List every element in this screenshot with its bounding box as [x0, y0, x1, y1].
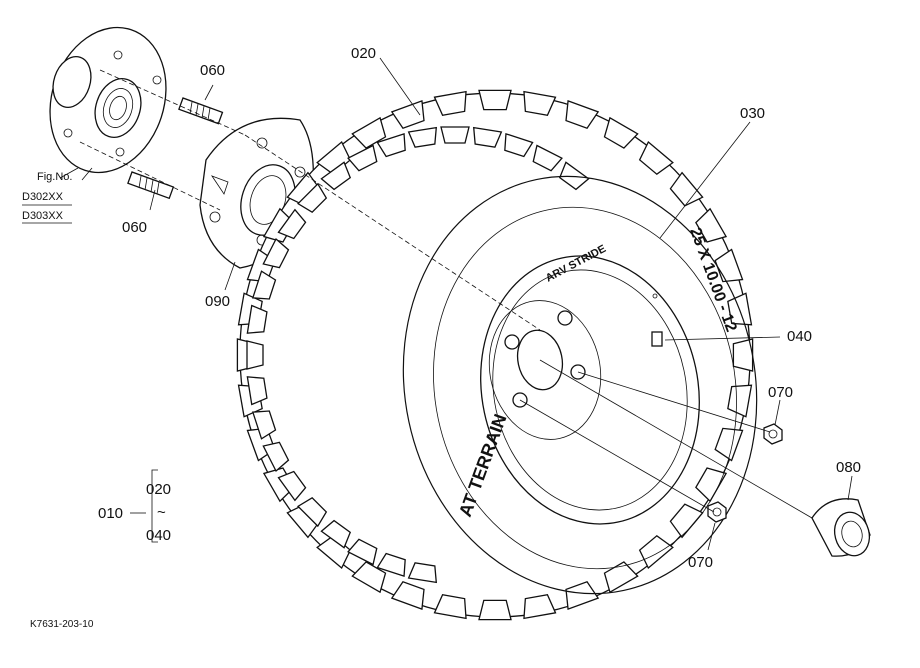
tread-block: [390, 99, 425, 130]
tread-lug: [347, 538, 378, 566]
tread-lug: [246, 376, 268, 406]
tread-lug: [407, 126, 438, 148]
lug-nut-lower: [707, 501, 727, 523]
tread-lug: [296, 497, 328, 528]
assembly-group-010: 010 020 ~ 040: [98, 469, 171, 544]
label-010: 010: [98, 505, 123, 522]
leader-lines: [81, 57, 853, 551]
hub-flange: [49, 26, 167, 179]
label-080: 080: [836, 459, 861, 476]
tread-block: [523, 90, 557, 117]
tread-block: [523, 593, 557, 620]
stud-bolt-lower: [127, 171, 175, 200]
tread-lug: [376, 132, 406, 158]
tread-block: [727, 384, 753, 418]
tread-lug: [251, 410, 277, 440]
tread-lug: [246, 340, 264, 370]
tread-block: [433, 90, 467, 117]
tread-block: [565, 99, 600, 130]
tread-lug: [277, 470, 307, 502]
label-090: 090: [205, 293, 230, 310]
tread-lug: [440, 126, 470, 144]
tread-block: [433, 593, 467, 620]
label-020: 020: [351, 45, 376, 62]
fig-ref-line2: D303XX: [22, 210, 64, 222]
tread-lug: [246, 304, 268, 334]
tread-block: [714, 427, 744, 462]
tread-block: [478, 599, 512, 621]
tread-lug: [504, 132, 534, 158]
label-range-from: 020: [146, 481, 171, 498]
lug-nut-upper: [763, 423, 783, 445]
label-range-to: 040: [146, 527, 171, 544]
stud-bolt-upper: [178, 97, 224, 125]
label-range-tilde: ~: [157, 504, 166, 521]
label-070-upper: 070: [768, 384, 793, 401]
tread-lug: [251, 270, 277, 300]
tread-lug: [347, 144, 378, 172]
tread-lug: [296, 182, 328, 213]
tread-lug: [376, 552, 406, 578]
hub-cap: [811, 498, 871, 557]
tread-lug: [472, 126, 503, 148]
label-030: 030: [740, 105, 765, 122]
tread-block: [478, 89, 512, 111]
tread-lug: [320, 519, 352, 549]
fig-ref-line1: D302XX: [22, 191, 64, 203]
tread-lug: [320, 161, 352, 191]
tread-lug: [532, 144, 563, 172]
label-070-lower: 070: [688, 554, 713, 571]
label-040: 040: [787, 328, 812, 345]
tread-lug: [262, 237, 290, 269]
tread-block: [390, 580, 425, 611]
fig-ref-title: Fig.No.: [37, 171, 72, 183]
assembly-axis-lines: [79, 69, 813, 519]
tread-block: [565, 580, 600, 611]
tread-block: [351, 561, 387, 594]
tread-lug: [262, 441, 290, 473]
tread-lug: [558, 161, 590, 191]
tread-block: [638, 140, 674, 176]
label-060-upper: 060: [200, 62, 225, 79]
tread-block: [351, 116, 387, 149]
tread-lug: [407, 562, 438, 584]
label-060-lower: 060: [122, 219, 147, 236]
drawing-number: K7631-203-10: [30, 619, 94, 630]
tread-block: [603, 561, 639, 594]
tread-block: [638, 534, 674, 570]
tread-lug: [277, 208, 307, 240]
tread-block: [695, 207, 728, 243]
figure-reference: Fig.No. D302XX D303XX: [22, 171, 72, 224]
tread-block: [603, 116, 639, 149]
